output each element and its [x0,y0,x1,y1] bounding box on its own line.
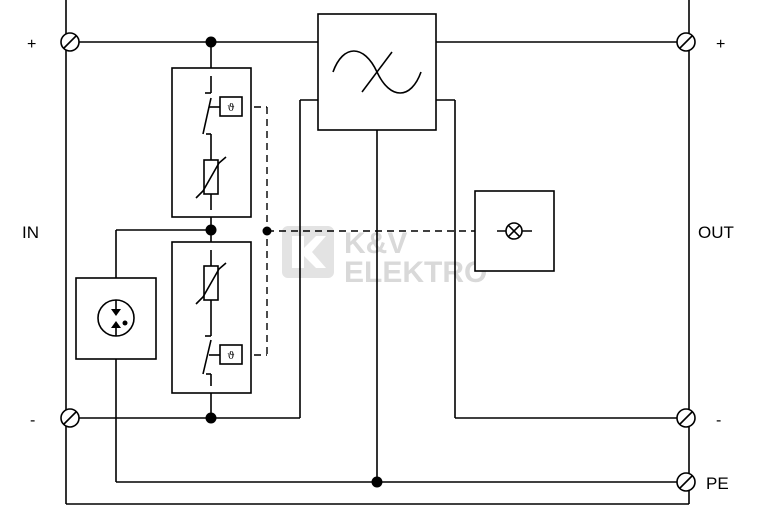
wiring [78,41,678,483]
in-label: IN [22,223,39,242]
junction-dot [205,224,217,236]
junction-dot [262,226,272,236]
in-minus-label: - [30,412,35,429]
watermark-logo-icon [282,226,334,278]
lower-varistor-module: ϑ [171,241,252,394]
out-label: OUT [698,223,734,242]
out-plus-label: + [716,36,725,53]
junction-dot [205,36,217,48]
terminal-pe [676,472,696,492]
watermark-line1: K&V [344,227,407,260]
indicator-lamp-block [474,190,555,272]
thermal-symbol-top: ϑ [227,103,234,114]
in-plus-label: + [27,36,36,53]
pe-label: PE [706,474,729,493]
filter-block [317,13,437,131]
watermark: K&V ELEKTRO [282,226,487,289]
thermal-symbol-bottom: ϑ [227,351,234,362]
terminal-in-minus [60,408,80,428]
terminal-in-plus [60,32,80,52]
gas-discharge-tube [75,277,157,360]
terminal-out-plus [676,32,696,52]
junction-dots [205,36,383,488]
watermark-line2: ELEKTRO [344,256,487,289]
terminal-out-minus [676,408,696,428]
junction-dot [205,412,217,424]
out-minus-label: - [716,412,721,429]
upper-varistor-module: ϑ [171,67,252,218]
junction-dot [371,476,383,488]
